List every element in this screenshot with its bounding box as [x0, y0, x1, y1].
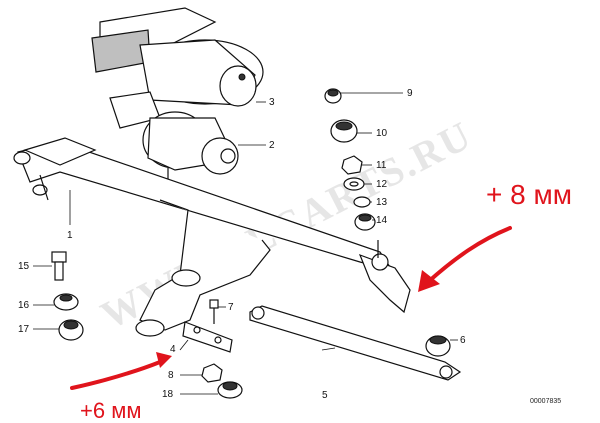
- annotation-left-note: +6 мм: [80, 398, 141, 423]
- annotation-arrow-left: [70, 352, 172, 390]
- callout-7: 7: [228, 302, 234, 313]
- drawing-code: 00007835: [530, 398, 561, 405]
- callout-16: 16: [18, 300, 30, 311]
- callout-8: 8: [168, 370, 174, 381]
- part-14-bushing: [354, 213, 376, 231]
- part-12-washer: [343, 177, 365, 191]
- part-17-bushing: [58, 319, 84, 341]
- part-8-nut: [201, 363, 223, 383]
- callout-11: 11: [376, 160, 387, 171]
- callout-1: 1: [67, 230, 73, 241]
- callout-14: 14: [376, 215, 388, 226]
- leader-lines: [33, 92, 458, 395]
- callout-10: 10: [376, 128, 388, 139]
- part-5-connecting-rod: [249, 305, 462, 381]
- callout-3: 3: [269, 97, 275, 108]
- part-7-screw: [209, 299, 219, 324]
- part-6-ball-joint: [425, 335, 451, 357]
- callout-4: 4: [170, 344, 176, 355]
- annotation-arrow-right: [418, 226, 512, 292]
- part-18-nut: [217, 381, 243, 399]
- callout-2: 2: [269, 140, 275, 151]
- callout-9: 9: [407, 88, 413, 99]
- callout-18: 18: [162, 389, 174, 400]
- part-2-wiper-motor: [109, 91, 239, 188]
- callout-labels: 1 2 3 4 5 6 7 8 9 10 11 12 13 14 15 16 1…: [18, 88, 466, 401]
- callout-6: 6: [460, 335, 466, 346]
- part-10-grommet: [330, 119, 358, 143]
- callout-13: 13: [376, 197, 388, 208]
- callout-17: 17: [18, 324, 30, 335]
- callout-12: 12: [376, 179, 388, 190]
- callout-15: 15: [18, 261, 30, 272]
- part-16-bushing: [53, 293, 79, 311]
- annotation-right-note: + 8 мм: [486, 179, 572, 210]
- callout-5: 5: [322, 390, 328, 401]
- part-3-motor-cover: [91, 7, 264, 107]
- part-11-nut: [341, 155, 363, 175]
- part-15-bolt: [51, 251, 67, 281]
- part-4-bracket-plate: [182, 321, 233, 353]
- part-13-washer: [353, 196, 371, 208]
- part-9-cap: [324, 88, 342, 104]
- part-1-linkage-frame: [13, 137, 411, 337]
